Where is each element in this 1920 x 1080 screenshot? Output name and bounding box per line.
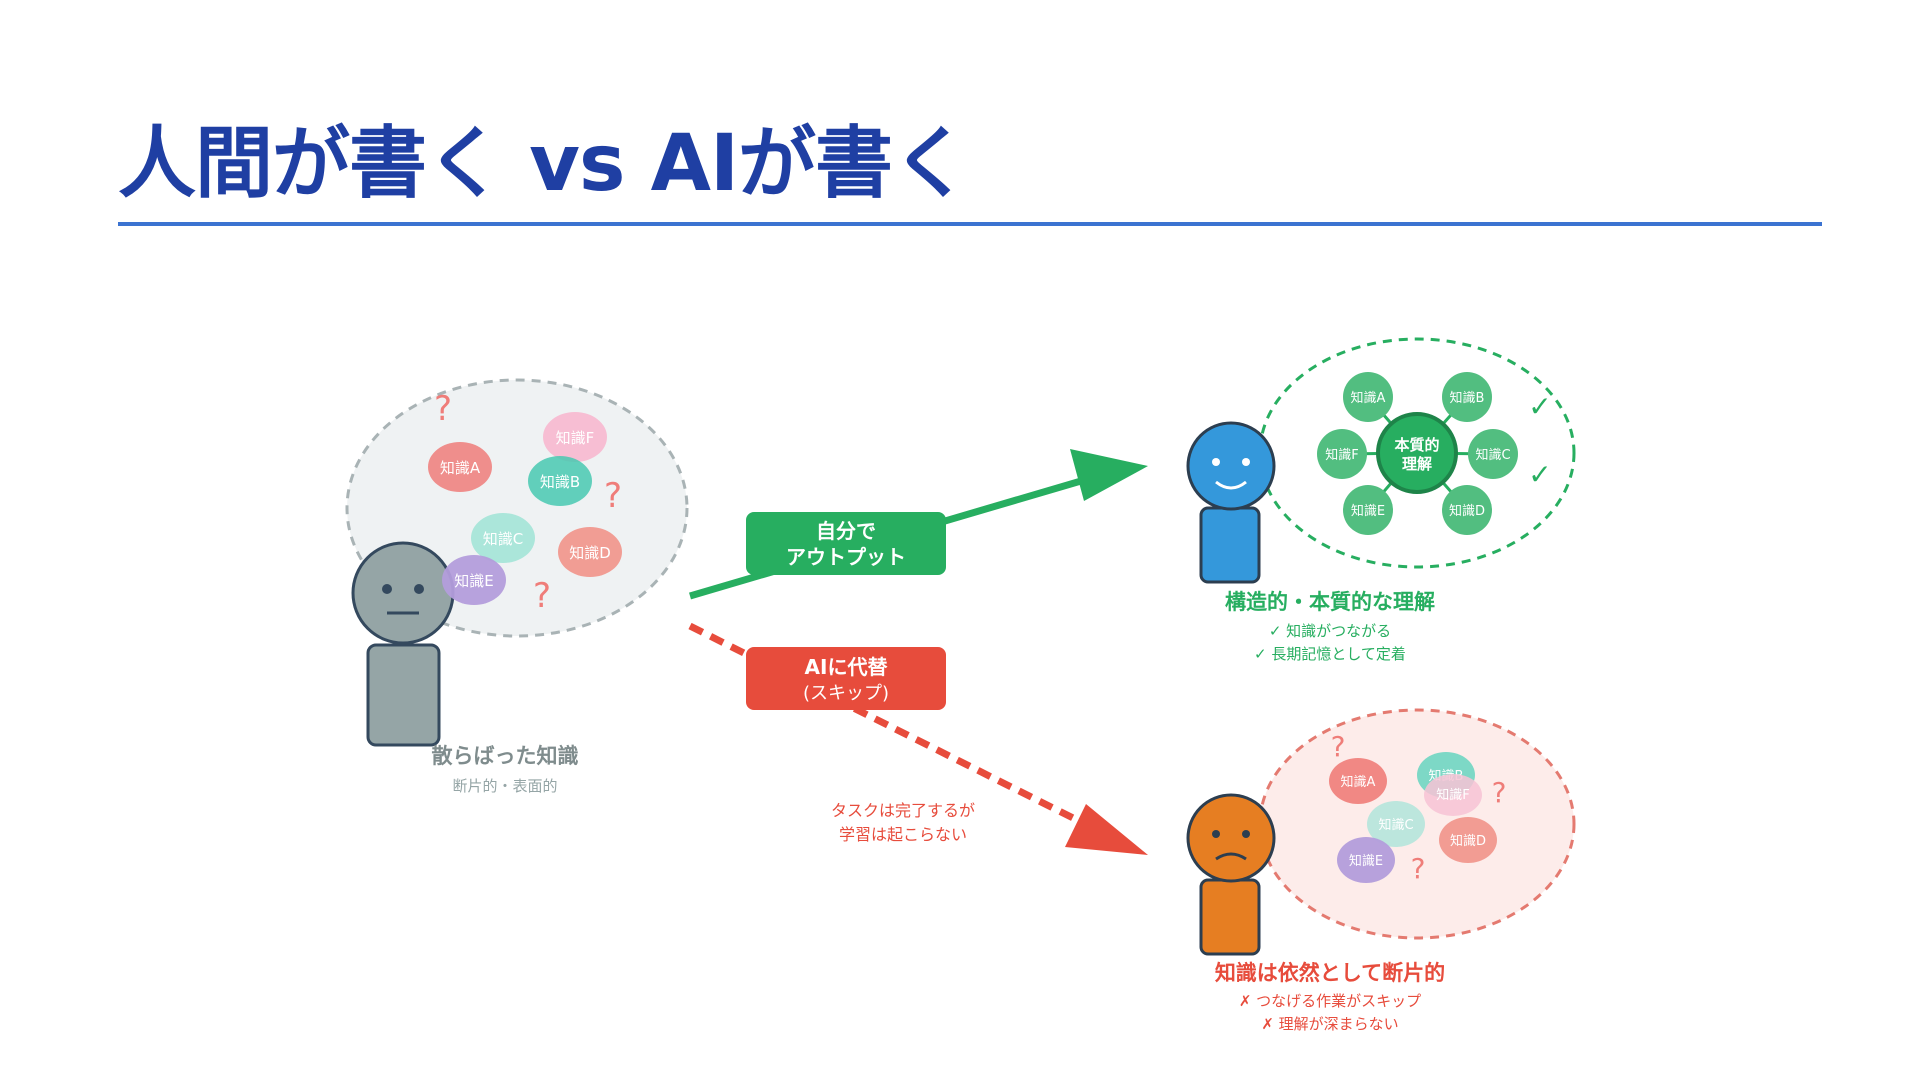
top-path-label: 自分で アウトプット bbox=[746, 512, 946, 575]
frown-icon bbox=[1215, 852, 1247, 861]
happy-person-body bbox=[1199, 506, 1261, 584]
left-caption-sub: 断片的・表面的 bbox=[452, 777, 557, 795]
node-label: 知識D bbox=[1449, 503, 1485, 519]
center-node: 本質的 理解 bbox=[1376, 412, 1458, 494]
sad-person-eye-icon bbox=[1242, 830, 1250, 838]
center-node-line1: 本質的 bbox=[1394, 436, 1439, 454]
smile-icon bbox=[1215, 480, 1247, 490]
title-divider bbox=[118, 222, 1822, 226]
bubble-label: 知識E bbox=[1349, 853, 1383, 869]
question-mark-icon: ? bbox=[1492, 776, 1507, 809]
bubble-label: 知識C bbox=[483, 530, 523, 548]
left-caption-title: 散らばった知識 bbox=[432, 744, 579, 768]
left-bubble-a: 知識A bbox=[428, 442, 492, 492]
node-d: 知識D bbox=[1442, 485, 1492, 535]
left-bubble-b: 知識B bbox=[528, 456, 592, 506]
node-label: 知識C bbox=[1475, 447, 1510, 463]
bottom-right-caption-title: 知識は依然として断片的 bbox=[1215, 961, 1445, 985]
question-mark-icon: ? bbox=[434, 389, 452, 429]
bubble-label: 知識D bbox=[1450, 833, 1486, 849]
check-icon: ✓ bbox=[1528, 390, 1551, 423]
bottom-right-caption-line1: ✗ つなげる作業がスキップ bbox=[1239, 992, 1421, 1010]
question-mark-icon: ? bbox=[1411, 852, 1426, 885]
bubble-label: 知識D bbox=[569, 544, 611, 562]
bottom-note-line2: 学習は起こらない bbox=[839, 825, 967, 844]
check-icon: ✓ bbox=[1528, 458, 1551, 491]
bubble-label: 知識C bbox=[1378, 817, 1413, 833]
node-c: 知識C bbox=[1468, 429, 1518, 479]
page-title: 人間が書く vs AIが書く bbox=[118, 119, 970, 209]
node-a: 知識A bbox=[1343, 372, 1393, 422]
bottom-right-group: 知識A 知識B 知識F 知識C 知識D 知識E ? ? ? 知 bbox=[1186, 708, 1576, 1033]
left-bubble-e: 知識E bbox=[442, 555, 506, 605]
bottom-right-caption-line2: ✗ 理解が深まらない bbox=[1261, 1015, 1398, 1033]
question-mark-icon: ? bbox=[1331, 730, 1346, 763]
bubble-label: 知識F bbox=[556, 429, 595, 447]
top-right-group: 知識A 知識B 知識C 知識D 知識E 知識F 本質的 理解 ✓ ✓ bbox=[1186, 337, 1576, 663]
top-path-label-line2: アウトプット bbox=[786, 545, 906, 569]
node-label: 知識B bbox=[1450, 390, 1485, 406]
arrowhead-icon bbox=[1065, 804, 1148, 855]
left-person-eye-icon bbox=[414, 584, 424, 594]
node-b: 知識B bbox=[1442, 372, 1492, 422]
left-bubble-c: 知識C bbox=[471, 513, 535, 563]
question-mark-icon: ? bbox=[604, 476, 622, 516]
bottom-path-label-line1: AIに代替 bbox=[805, 655, 888, 679]
question-mark-icon: ? bbox=[533, 576, 551, 616]
node-label: 知識E bbox=[1351, 503, 1385, 519]
node-label: 知識A bbox=[1351, 390, 1386, 406]
bottom-bubble-c: 知識C bbox=[1367, 801, 1425, 847]
bottom-bubble-f: 知識F bbox=[1424, 774, 1482, 816]
top-right-caption-line2: ✓ 長期記憶として定着 bbox=[1254, 645, 1406, 663]
center-node-line2: 理解 bbox=[1402, 455, 1432, 473]
sad-person-head bbox=[1186, 793, 1276, 883]
bubble-label: 知識A bbox=[440, 459, 481, 477]
sad-person-body bbox=[1199, 878, 1261, 956]
bubble-label: 知識B bbox=[540, 473, 580, 491]
happy-person-eye-icon bbox=[1242, 458, 1250, 466]
bottom-bubble-d: 知識D bbox=[1439, 817, 1497, 863]
bottom-note-line1: タスクは完了するが bbox=[831, 801, 975, 820]
left-person-head bbox=[351, 541, 455, 645]
node-f: 知識F bbox=[1317, 429, 1367, 479]
bottom-path-label-line2: (スキップ) bbox=[803, 683, 889, 704]
arrowhead-icon bbox=[1070, 449, 1148, 501]
node-e: 知識E bbox=[1343, 485, 1393, 535]
left-bubble-f: 知識F bbox=[543, 412, 607, 462]
left-person-eye-icon bbox=[382, 584, 392, 594]
left-person-body bbox=[366, 643, 441, 747]
left-bubble-d: 知識D bbox=[558, 527, 622, 577]
top-right-caption-line1: ✓ 知識がつながる bbox=[1269, 622, 1391, 640]
left-scattered-group: 知識A 知識F 知識B 知識C 知識D 知識E ? ? ? 散らばった知識 断片… bbox=[345, 378, 689, 795]
happy-person-eye-icon bbox=[1212, 458, 1220, 466]
bottom-path-label: AIに代替 (スキップ) bbox=[746, 647, 946, 710]
bubble-label: 知識F bbox=[1436, 787, 1469, 803]
node-label: 知識F bbox=[1325, 447, 1358, 463]
happy-person-head bbox=[1186, 421, 1276, 511]
bottom-bubble-e: 知識E bbox=[1337, 837, 1395, 883]
sad-person-eye-icon bbox=[1212, 830, 1220, 838]
bubble-label: 知識A bbox=[1341, 774, 1376, 790]
bubble-label: 知識E bbox=[454, 572, 493, 590]
bottom-bubble-a: 知識A bbox=[1329, 758, 1387, 804]
top-right-caption-title: 構造的・本質的な理解 bbox=[1225, 590, 1435, 614]
top-path-label-line1: 自分で bbox=[816, 519, 876, 543]
